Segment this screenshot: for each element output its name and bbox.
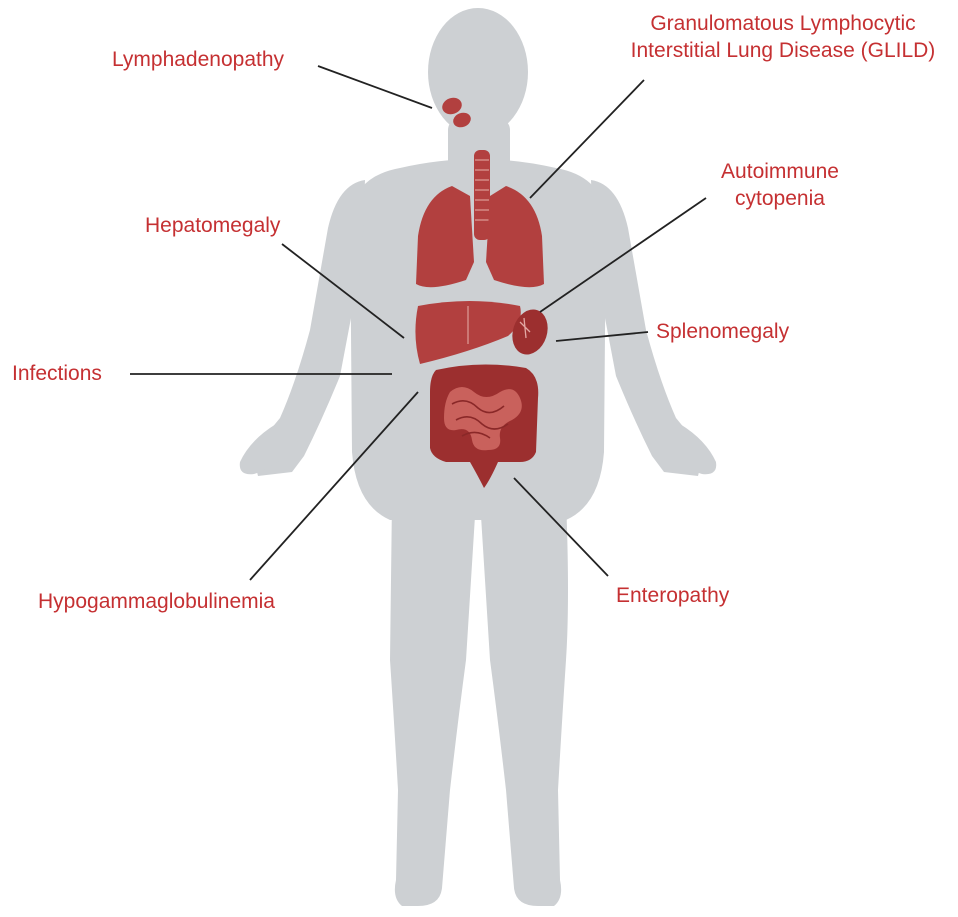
leader-lymphadenopathy bbox=[318, 66, 432, 108]
label-autoimmune-line2: cytopenia bbox=[700, 185, 860, 212]
label-glild-line1: Granulomatous Lymphocytic bbox=[608, 10, 958, 37]
label-infections: Infections bbox=[12, 360, 102, 387]
label-autoimmune-line1: Autoimmune bbox=[700, 158, 860, 185]
label-glild: Granulomatous Lymphocytic Interstitial L… bbox=[608, 10, 958, 64]
label-hepatomegaly: Hepatomegaly bbox=[145, 212, 280, 239]
right-leg bbox=[480, 500, 568, 906]
leader-glild bbox=[530, 80, 644, 198]
label-enteropathy: Enteropathy bbox=[616, 582, 729, 609]
left-leg bbox=[390, 500, 476, 906]
label-lymphadenopathy: Lymphadenopathy bbox=[112, 46, 284, 73]
label-splenomegaly: Splenomegaly bbox=[656, 318, 789, 345]
trachea bbox=[474, 150, 490, 240]
label-hypogammaglobulinemia: Hypogammaglobulinemia bbox=[38, 588, 275, 615]
head bbox=[428, 8, 528, 136]
label-glild-line2: Interstitial Lung Disease (GLILD) bbox=[608, 37, 958, 64]
label-autoimmune-cytopenia: Autoimmune cytopenia bbox=[700, 158, 860, 212]
